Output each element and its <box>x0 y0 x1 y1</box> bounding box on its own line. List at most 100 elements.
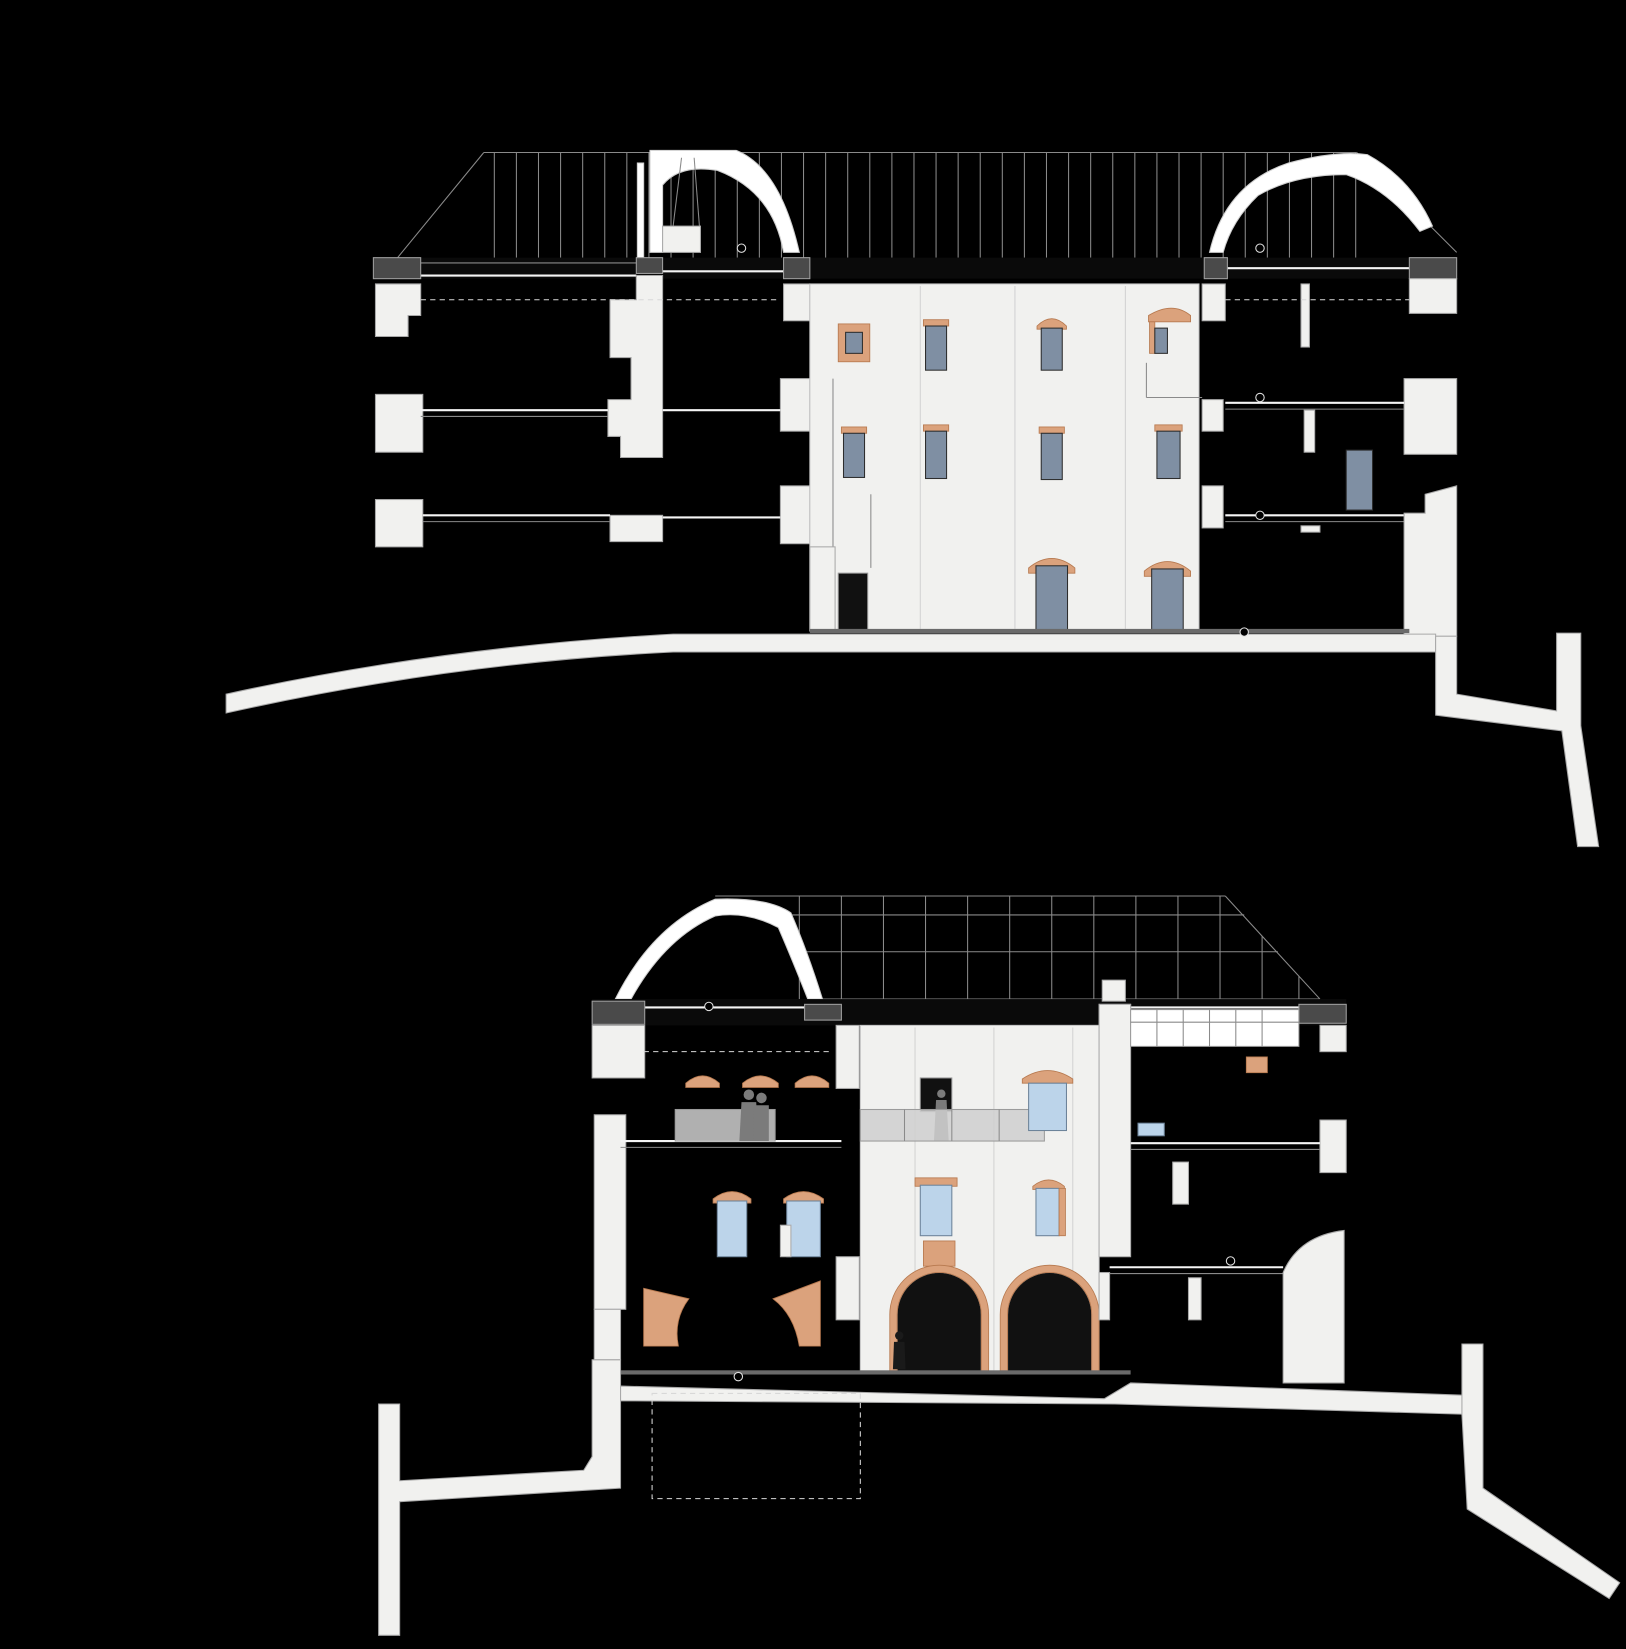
lower-facade-window <box>919 1184 953 1237</box>
lower-left-vault-spring <box>772 1280 821 1347</box>
upper-ground-slab <box>225 633 1437 714</box>
lower-facade-window <box>1028 1082 1067 1132</box>
lower-ground-floor-line <box>620 1370 1131 1375</box>
upper-window-lintel <box>923 424 950 432</box>
lower-roof-right-slope <box>1224 895 1321 1000</box>
lower-section <box>378 895 1621 1636</box>
lower-ground <box>378 1343 1621 1636</box>
upper-door <box>1035 565 1069 631</box>
person-head <box>895 1331 904 1340</box>
upper-window <box>1156 430 1181 480</box>
person-body <box>753 1105 769 1142</box>
upper-window-lintel <box>923 319 950 327</box>
lower-level-marker <box>704 1001 714 1012</box>
lower-facade-window-arch <box>1021 1070 1074 1084</box>
person-body <box>892 1341 906 1370</box>
upper-level-marker <box>736 243 747 253</box>
lower-party-wall <box>835 1256 860 1321</box>
lower-basement-dashed-outline <box>651 1392 861 1500</box>
lower-arcade-person-silhouette <box>892 1331 906 1370</box>
lower-left-people-silhouette <box>739 1089 769 1142</box>
lower-left-small-arch <box>794 1075 830 1088</box>
upper-roof-buildup-block <box>1408 257 1458 280</box>
lower-roof-buildup-block <box>1298 1003 1347 1024</box>
upper-center-side-wall <box>779 378 811 432</box>
lower-left-window <box>786 1200 821 1258</box>
upper-level-marker <box>1255 243 1265 253</box>
lower-roof <box>614 895 1321 1000</box>
lower-basement-left-wall <box>378 1359 622 1636</box>
upper-foundation-wall <box>1435 632 1600 848</box>
upper-right-inner-wall <box>1201 399 1224 432</box>
lower-basement-right-wall <box>1461 1343 1621 1600</box>
upper-window-lintel <box>1154 424 1183 432</box>
upper-right-outer-wall <box>1403 378 1458 455</box>
lower-party-wall <box>835 1024 860 1089</box>
upper-window-lintel <box>1038 426 1065 434</box>
upper-right-vault <box>1208 153 1434 253</box>
upper-right-inner-wall <box>1201 283 1226 322</box>
lower-right-outer-wall <box>1319 1119 1347 1174</box>
upper-window-jamb <box>1149 321 1156 354</box>
lower-facade-balcony-glass <box>859 1108 1045 1142</box>
upper-central-facade <box>809 283 1200 632</box>
lower-right-partition <box>1187 1277 1202 1321</box>
upper-door <box>1151 568 1184 631</box>
lower-level-marker <box>1225 1256 1236 1266</box>
lower-left-window <box>716 1200 748 1258</box>
upper-left-wing <box>374 275 811 548</box>
upper-left-vault-ladder <box>672 157 683 227</box>
lower-right-partition <box>1172 1161 1189 1205</box>
upper-window-arch <box>1148 307 1191 323</box>
upper-right-door <box>1345 449 1374 511</box>
lower-roof-buildup-block <box>591 1000 646 1025</box>
upper-level-marker <box>1255 510 1265 521</box>
upper-left-outer-wall <box>374 283 422 338</box>
lower-central-facade <box>859 1024 1100 1373</box>
lower-left-small-arch <box>685 1075 720 1088</box>
upper-roof-buildup-block <box>635 257 664 274</box>
lower-ground-slab <box>620 1382 1473 1416</box>
upper-window <box>1154 327 1168 354</box>
lower-facade-brick-patch <box>923 1240 956 1267</box>
lower-left-outer-wall <box>593 1114 627 1310</box>
upper-ground <box>225 628 1600 848</box>
upper-window <box>842 432 866 478</box>
lower-facade-window <box>1035 1187 1060 1237</box>
lower-right-stair <box>1130 1009 1300 1047</box>
lower-right-wing <box>1098 1003 1347 1384</box>
upper-left-vault <box>649 149 800 253</box>
lower-facade-window-jamb <box>1058 1187 1066 1237</box>
upper-roof-buildup-block <box>1203 257 1228 280</box>
upper-level-marker <box>1255 392 1265 403</box>
upper-right-outer-wall <box>1408 278 1458 314</box>
upper-left-vault-ladder <box>693 157 700 227</box>
lower-left-outer-wall <box>593 1308 622 1361</box>
upper-ground-floor-line <box>809 628 1410 634</box>
lower-left-outer-wall <box>591 1024 646 1079</box>
lower-right-inner-wall <box>1098 1271 1111 1321</box>
upper-left-inner-wall <box>607 275 664 458</box>
person-head <box>756 1092 767 1104</box>
upper-level-marker <box>1239 627 1249 637</box>
upper-window <box>845 331 863 354</box>
lower-left-window-panel <box>779 1224 792 1258</box>
upper-roof-slab <box>372 257 1458 280</box>
upper-right-retaining-wall <box>1403 485 1458 637</box>
upper-right-inner-wall <box>1201 485 1224 529</box>
lower-roof-grid <box>798 896 1300 1000</box>
upper-door-dark <box>837 572 869 632</box>
upper-facade-wall <box>809 283 1200 632</box>
lower-right-brick-fragment <box>1245 1056 1268 1074</box>
upper-left-outer-wall <box>374 499 424 548</box>
upper-roof-buildup-block <box>372 257 422 280</box>
upper-roof-left-slope <box>397 152 485 258</box>
upper-right-partition <box>1300 283 1310 348</box>
upper-left-inner-wall <box>609 514 664 543</box>
lower-right-outer-wall <box>1319 1024 1347 1053</box>
upper-right-wing <box>1145 278 1458 637</box>
upper-section <box>225 149 1600 848</box>
lower-left-small-arch <box>742 1075 779 1088</box>
lower-right-small-window <box>1137 1122 1165 1137</box>
lower-right-retaining-wall <box>1282 1229 1345 1384</box>
